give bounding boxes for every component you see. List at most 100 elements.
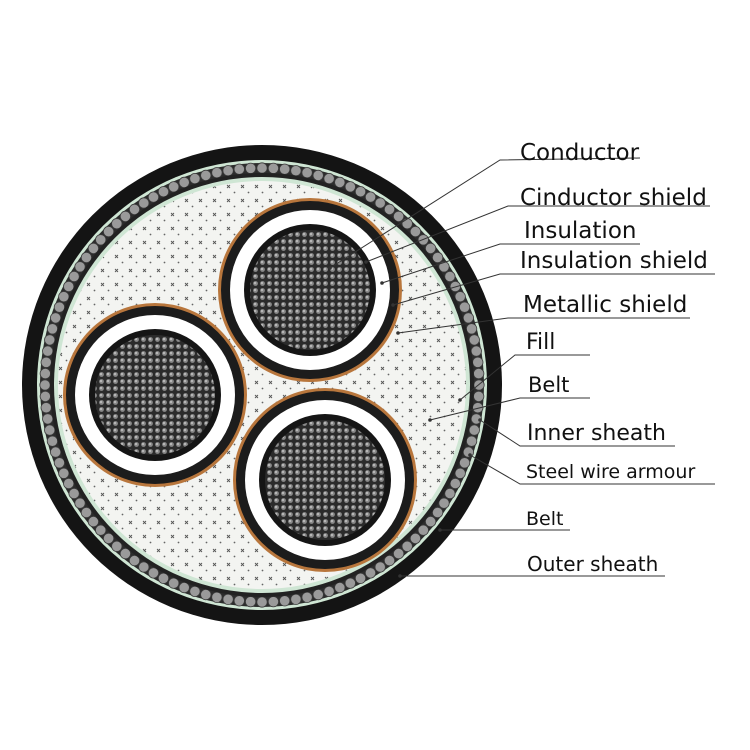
armour-wire	[449, 477, 461, 490]
armour-wire	[279, 163, 291, 175]
armour-wire	[290, 165, 302, 177]
label-fill: Fill	[526, 330, 555, 355]
armour-wire	[42, 345, 54, 357]
armour-wire	[267, 596, 279, 608]
armour-wire	[290, 593, 302, 605]
leader-line	[479, 419, 675, 447]
armour-wire	[87, 242, 100, 254]
armour-wire	[46, 435, 59, 447]
armour-wire	[200, 588, 212, 601]
leader-dot	[398, 574, 402, 578]
armour-wire	[211, 167, 223, 179]
armour-wire	[401, 540, 413, 552]
armour-wire	[103, 226, 115, 238]
armour-wire	[323, 585, 335, 598]
leader-dot	[468, 453, 472, 457]
armour-wire	[334, 176, 346, 188]
conductor	[250, 230, 370, 350]
armour-wire	[74, 261, 86, 273]
leader-dot	[328, 266, 332, 270]
label-metallic-shield: Metallic shield	[523, 292, 687, 318]
armour-wire	[409, 226, 421, 238]
armour-wire	[323, 173, 335, 185]
armour-wire	[80, 251, 93, 264]
armour-wire	[374, 197, 386, 209]
label-outer-sheath: Outer sheath	[527, 552, 658, 576]
armour-wire	[458, 457, 471, 469]
cable-cores	[63, 198, 417, 572]
armour-wire	[454, 467, 466, 479]
armour-wire	[301, 591, 313, 603]
armour-wire	[334, 581, 346, 594]
leader-lines	[328, 157, 715, 578]
steel-wire-armour	[39, 162, 485, 608]
armour-wire	[354, 186, 367, 198]
armour-wire	[44, 424, 56, 436]
armour-wire	[392, 547, 405, 560]
armour-wire	[95, 524, 107, 536]
armour-wire	[233, 595, 245, 607]
armour-wire	[374, 561, 386, 573]
armour-wire	[354, 572, 367, 584]
armour-wire	[267, 162, 279, 174]
armour-wire	[312, 588, 324, 601]
leader-line	[397, 317, 690, 334]
armour-wire	[473, 390, 485, 402]
armour-wire	[63, 280, 75, 293]
armour-wire	[222, 165, 234, 177]
armour-wire	[138, 197, 150, 209]
leader-dot	[380, 281, 384, 285]
armour-wire	[200, 169, 212, 181]
armour-wire	[468, 334, 480, 346]
label-belt-1: Belt	[528, 373, 569, 397]
leader-dot	[478, 418, 482, 422]
armour-wire	[417, 524, 429, 536]
armour-wire	[222, 593, 234, 605]
armour-wire	[103, 532, 115, 545]
armour-wire	[178, 176, 190, 188]
armour-wire	[128, 554, 141, 567]
armour-wire	[465, 323, 478, 335]
armour-wire	[119, 547, 132, 560]
armour-wire	[312, 169, 324, 181]
armour-wire	[344, 577, 356, 589]
armour-wire	[454, 291, 466, 303]
label-steel-wire-armour: Steel wire armour	[526, 461, 695, 483]
armour-wire	[470, 345, 482, 357]
leader-dot	[396, 331, 400, 335]
armour-wire	[39, 390, 51, 402]
armour-wire	[168, 577, 180, 589]
armour-wire	[438, 497, 450, 509]
armour-wire	[189, 173, 201, 185]
armour-wire	[458, 301, 471, 313]
armour-wire	[147, 567, 160, 579]
armour-wire	[119, 210, 132, 222]
leader-dot	[458, 398, 462, 402]
leader-line	[365, 205, 710, 263]
leader-line	[392, 273, 715, 306]
leader-line	[469, 454, 715, 485]
armour-wire	[44, 334, 56, 346]
armour-wire	[364, 191, 377, 203]
armour-wire	[138, 561, 150, 573]
armour-wire	[431, 506, 444, 519]
armour-wire	[58, 291, 70, 303]
armour-wire	[301, 167, 313, 179]
leader-dot	[364, 260, 368, 264]
armour-wire	[80, 506, 93, 519]
armour-wire	[58, 467, 70, 479]
armour-wire	[364, 567, 377, 579]
armour-wire	[39, 379, 51, 391]
armour-wire	[74, 497, 86, 509]
leader-dot	[438, 528, 442, 532]
armour-wire	[46, 323, 59, 335]
conductor	[95, 335, 215, 455]
armour-wire	[473, 367, 485, 380]
armour-wire	[256, 596, 268, 608]
leader-line	[459, 354, 590, 401]
armour-wire	[168, 181, 180, 193]
label-insulation-shield: Insulation shield	[520, 248, 708, 274]
armour-wire	[111, 540, 123, 552]
armour-wire	[40, 356, 52, 368]
